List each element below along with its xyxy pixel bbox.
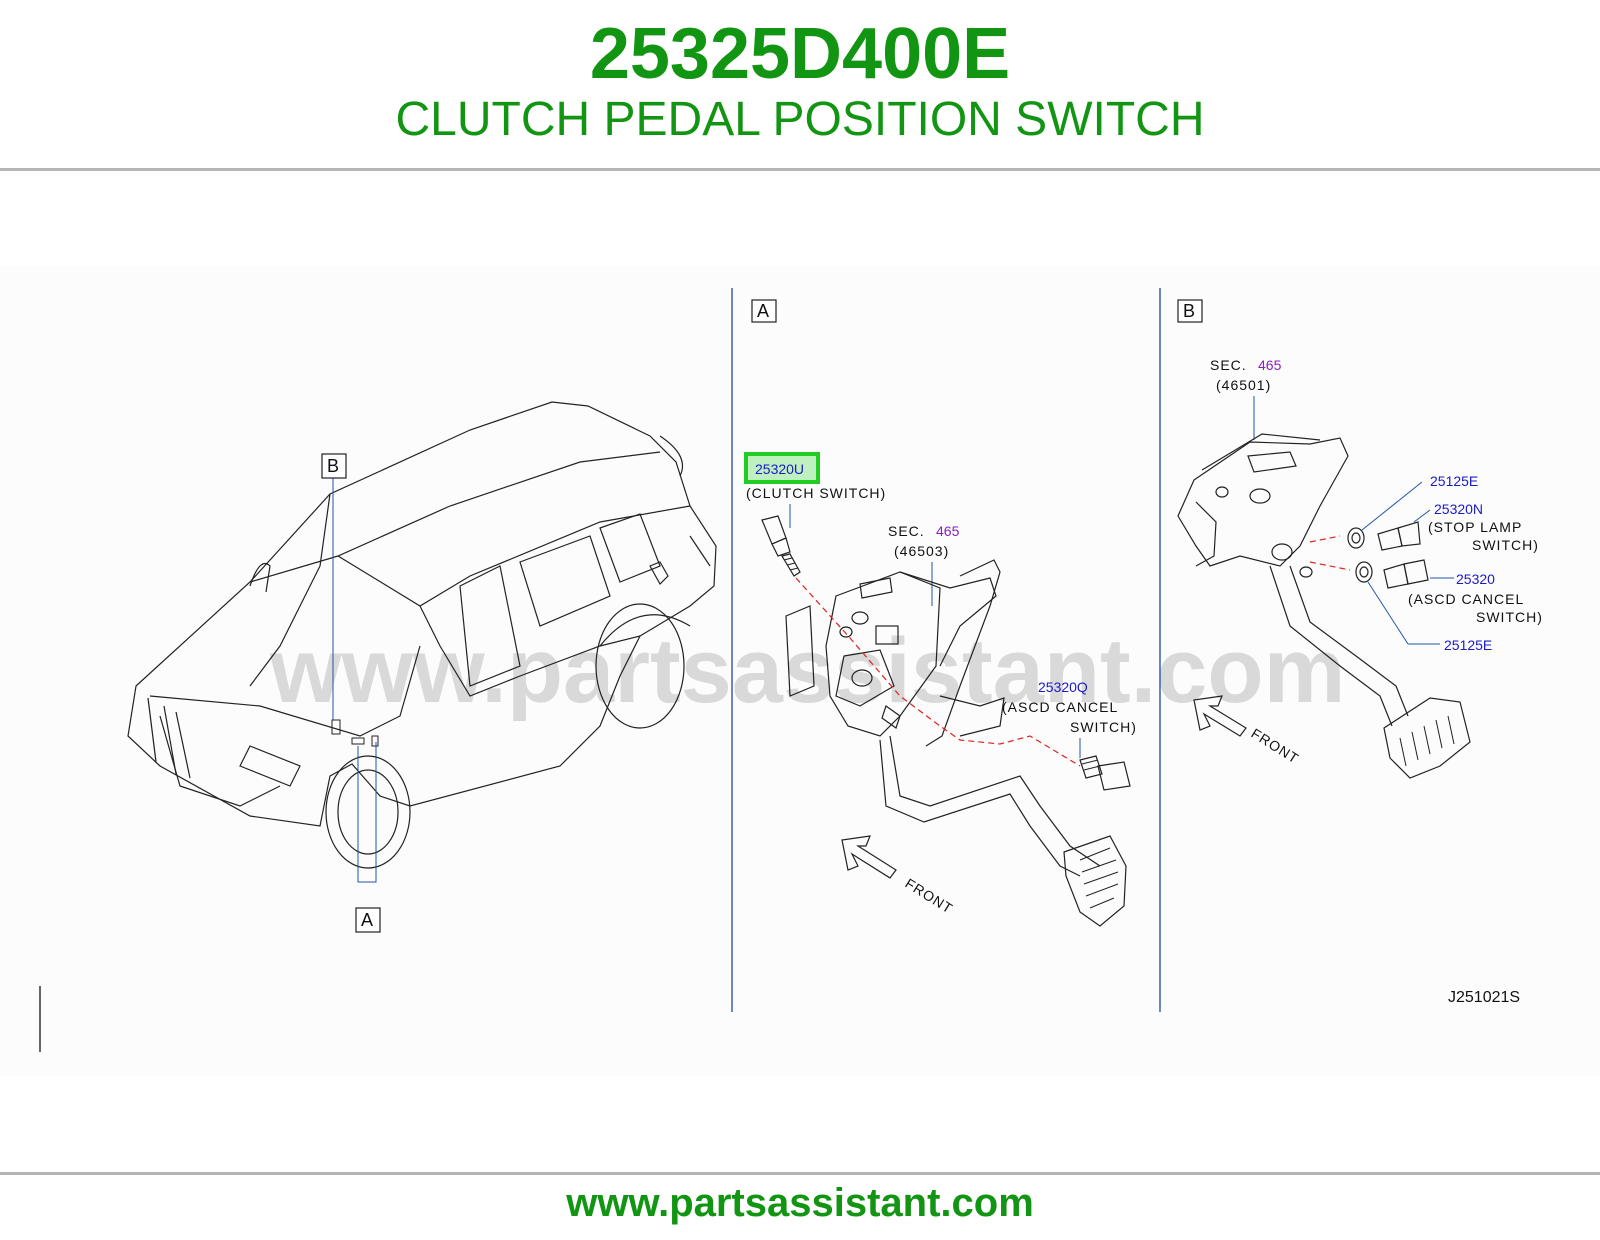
- switch-part-a1: [351, 737, 365, 745]
- part-link-25320U[interactable]: 25320U: [744, 452, 820, 484]
- part-name: CLUTCH PEDAL POSITION SWITCH: [395, 93, 1205, 146]
- panel-b-sec-sub: (46501): [1216, 377, 1271, 393]
- svg-text:B: B: [327, 456, 339, 476]
- clutch-switch-drawing: [761, 515, 801, 577]
- parts-diagram: www.partsassistant.com: [0, 266, 1600, 1076]
- ascd-cancel-switch-drawing-b: [1383, 559, 1429, 589]
- brake-pedal-assembly: [1177, 433, 1471, 779]
- panel-b-ascd-name-2: SWITCH): [1476, 609, 1543, 625]
- panel-a-sec-sub: (46503): [894, 543, 949, 559]
- panel-b-sec-label: SEC.: [1210, 357, 1247, 373]
- panel-a-sec-label: SEC.: [888, 523, 925, 539]
- panel-b-ascd-name-1: (ASCD CANCEL: [1408, 591, 1524, 607]
- svg-text:25320U: 25320U: [755, 461, 804, 477]
- svg-text:25320Q: 25320Q: [1038, 679, 1088, 695]
- callout-b-vehicle[interactable]: B: [321, 453, 347, 479]
- header-divider: [0, 168, 1600, 171]
- svg-text:25125E: 25125E: [1430, 473, 1478, 489]
- part-link-25320[interactable]: 25320: [1456, 571, 1495, 587]
- stop-lamp-name-1: (STOP LAMP: [1428, 519, 1522, 535]
- part-link-25320Q[interactable]: 25320Q: [1038, 679, 1088, 695]
- switch-part-b: [331, 719, 341, 735]
- part-number: 25325D400E: [589, 14, 1011, 94]
- panel-a-sec-number[interactable]: 465: [936, 523, 960, 539]
- drawing-code: J251021S: [1448, 989, 1520, 1006]
- switch-part-a2: [371, 735, 379, 747]
- svg-text:B: B: [1183, 301, 1195, 321]
- callout-a-vehicle[interactable]: A: [355, 907, 381, 933]
- panel-b-tag: B: [1177, 299, 1203, 323]
- panel-a-tag: A: [751, 299, 777, 323]
- front-label-a: FRONT: [902, 875, 956, 917]
- footer-url[interactable]: www.partsassistant.com: [566, 1181, 1034, 1225]
- front-arrow-b-icon: [1193, 695, 1247, 737]
- grommet-25125e-top-drawing: [1347, 527, 1365, 549]
- svg-text:25125E: 25125E: [1444, 637, 1492, 653]
- ascd-cancel-switch-drawing-a: [1079, 755, 1131, 791]
- stop-lamp-switch-drawing: [1377, 521, 1421, 551]
- footer-divider: [0, 1172, 1600, 1175]
- panel-b-sec-number[interactable]: 465: [1258, 357, 1282, 373]
- part-link-25125E-bottom[interactable]: 25125E: [1444, 637, 1492, 653]
- vehicle-illustration: [127, 401, 717, 883]
- watermark: www.partsassistant.com: [269, 620, 1345, 722]
- stop-lamp-name-2: SWITCH): [1472, 537, 1539, 553]
- part-link-25320N[interactable]: 25320N: [1434, 501, 1483, 517]
- panel-a-ascd-name-2: SWITCH): [1070, 719, 1137, 735]
- front-label-b: FRONT: [1248, 725, 1302, 767]
- front-arrow-a-icon: [841, 835, 897, 879]
- part-link-25125E-top[interactable]: 25125E: [1430, 473, 1478, 489]
- grommet-25125e-bottom-drawing: [1355, 561, 1373, 583]
- panel-a-ascd-name-1: (ASCD CANCEL: [1002, 699, 1118, 715]
- svg-text:A: A: [757, 301, 769, 321]
- svg-text:A: A: [361, 910, 373, 930]
- diagram-svg: www.partsassistant.com: [39, 288, 1543, 1052]
- clutch-switch-label: (CLUTCH SWITCH): [746, 485, 886, 501]
- svg-text:25320: 25320: [1456, 571, 1495, 587]
- clutch-pedal-assembly: [785, 559, 1127, 927]
- svg-text:25320N: 25320N: [1434, 501, 1483, 517]
